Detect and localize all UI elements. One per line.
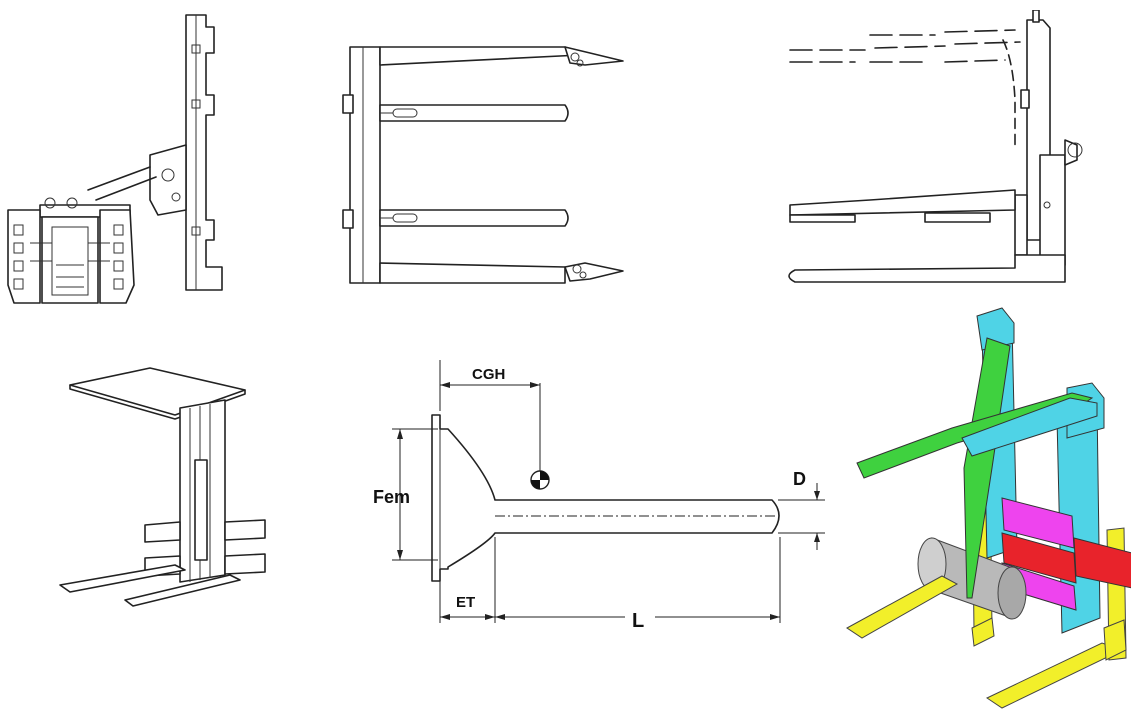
- dimension-label-l: L: [632, 610, 644, 632]
- dimension-label-et: ET: [456, 594, 475, 611]
- top-view-fork-drawing: [335, 35, 635, 295]
- side-view-fork-clamp-drawing: [775, 10, 1095, 295]
- colored-3d-roll-clamp-model: [842, 298, 1131, 714]
- side-view-clamp-drawing: [0, 5, 240, 305]
- fork-dimension-drawing: CGH Fem D ET L: [370, 355, 830, 640]
- dimension-label-cgh: CGH: [472, 366, 505, 383]
- dimension-label-d: D: [793, 469, 806, 489]
- dimension-label-fem: Fem: [373, 487, 410, 507]
- center-of-gravity-symbol: [530, 470, 550, 490]
- perspective-fork-platform-drawing: [55, 360, 280, 610]
